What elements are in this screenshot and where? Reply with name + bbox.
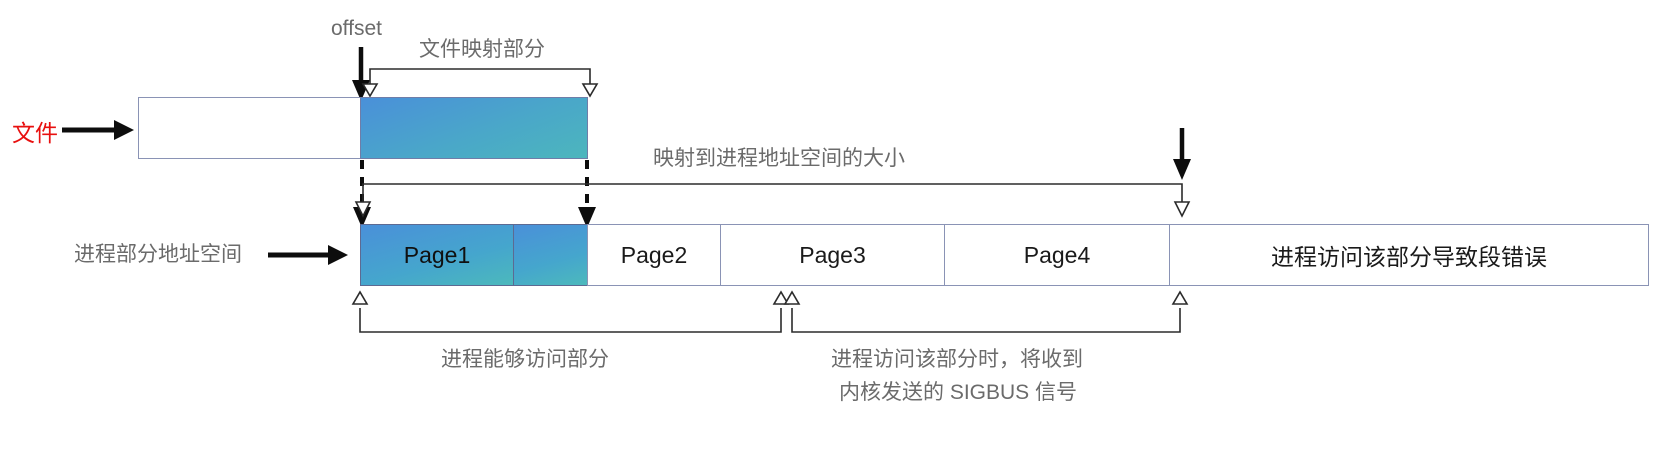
process-pointer-arrow [268, 245, 348, 265]
mapped-size-end-arrow-icon [1173, 128, 1191, 180]
file-pointer-arrow [62, 120, 134, 140]
page-cell-page3[interactable]: Page3 [720, 224, 945, 286]
page-cell-label: Page2 [620, 241, 688, 268]
page-cell-label: Page4 [1023, 241, 1091, 268]
file-bar-mapped-region [360, 97, 588, 159]
process-page-row: Page1 Page2 Page3 Page4 进程访问该部分导致段错误 [360, 224, 1649, 286]
file-label: 文件 [12, 120, 58, 146]
accessible-part-label: 进程能够访问部分 [441, 348, 609, 371]
offset-label: offset [331, 17, 382, 40]
process-address-space-label: 进程部分地址空间 [74, 243, 242, 266]
page-cell-page1[interactable]: Page1 [360, 224, 514, 286]
page-cell-page4[interactable]: Page4 [944, 224, 1170, 286]
page-cell-label: Page1 [403, 241, 471, 268]
sigbus-label-line1: 进程访问该部分时，将收到 [831, 348, 1083, 371]
mapped-size-measure-bracket [354, 183, 1191, 218]
sigbus-part-bracket [783, 290, 1189, 333]
page-cell-page2[interactable]: Page2 [587, 224, 721, 286]
file-mapped-measure-bracket [361, 68, 599, 98]
sigbus-label-line2: 内核发送的 SIGBUS 信号 [839, 381, 1078, 404]
file-mapped-part-label: 文件映射部分 [419, 38, 545, 61]
projection-dashed-right [578, 160, 596, 228]
page-cell-label: Page3 [799, 241, 866, 268]
page-cell-label: 进程访问该部分导致段错误 [1271, 244, 1547, 270]
mapped-size-label: 映射到进程地址空间的大小 [653, 147, 905, 170]
accessible-part-bracket [351, 290, 790, 333]
page-cell-partial[interactable] [513, 224, 588, 286]
page-cell-segfault[interactable]: 进程访问该部分导致段错误 [1169, 224, 1649, 286]
